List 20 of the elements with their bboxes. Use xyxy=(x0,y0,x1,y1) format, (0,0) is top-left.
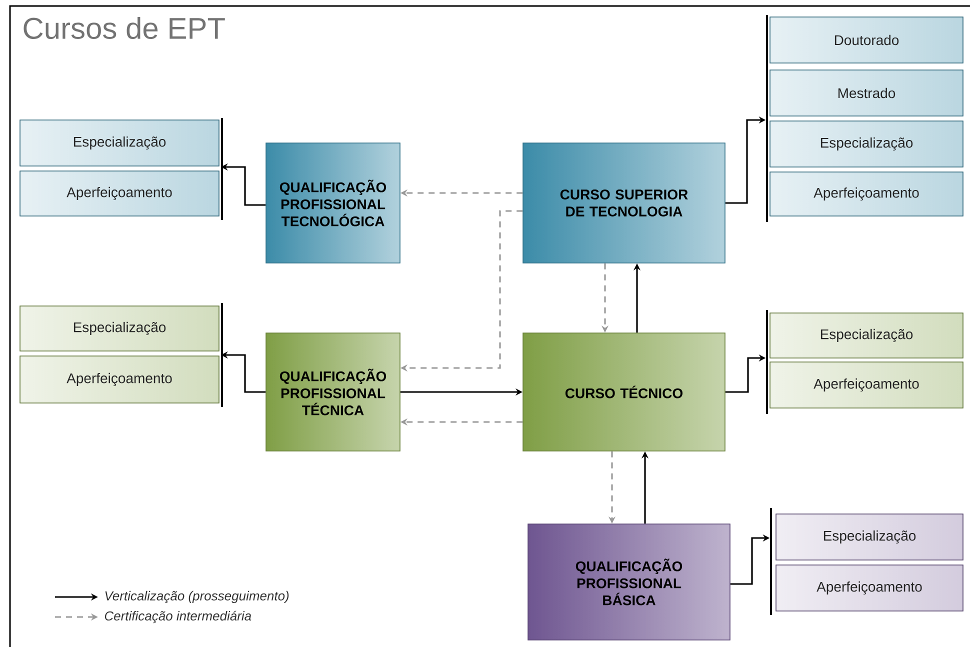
option-box: Especialização xyxy=(776,514,964,560)
option-box: Doutorado xyxy=(770,16,964,64)
option-box: Aperfeiçoamento xyxy=(770,362,964,408)
option-box: Aperfeiçoamento xyxy=(776,564,964,612)
process-box: CURSO TÉCNICO xyxy=(522,332,726,452)
option-box: Aperfeiçoamento xyxy=(20,170,220,216)
title: Cursos de EPT xyxy=(24,16,225,40)
option-box: Especialização xyxy=(770,312,964,358)
process-box: CURSO SUPERIOR DE TECNOLOGIA xyxy=(522,142,726,264)
option-box: Aperfeiçoamento xyxy=(20,356,220,404)
process-box: QUALIFICAÇÃO PROFISSIONAL TECNOLÓGICA xyxy=(266,142,400,264)
option-box: Mestrado xyxy=(770,70,964,116)
option-box: Especialização xyxy=(20,120,220,166)
legend-text: Verticalização (prosseguimento) xyxy=(105,590,289,604)
option-box: Especialização xyxy=(20,306,220,352)
process-box: QUALIFICAÇÃO PROFISSIONAL TÉCNICA xyxy=(266,332,400,452)
legend-text: Certificação intermediária xyxy=(104,610,252,624)
option-box: Especialização xyxy=(770,120,964,168)
process-box: QUALIFICAÇÃO PROFISSIONAL BÁSICA xyxy=(528,524,730,640)
option-box: Aperfeiçoamento xyxy=(770,172,964,216)
